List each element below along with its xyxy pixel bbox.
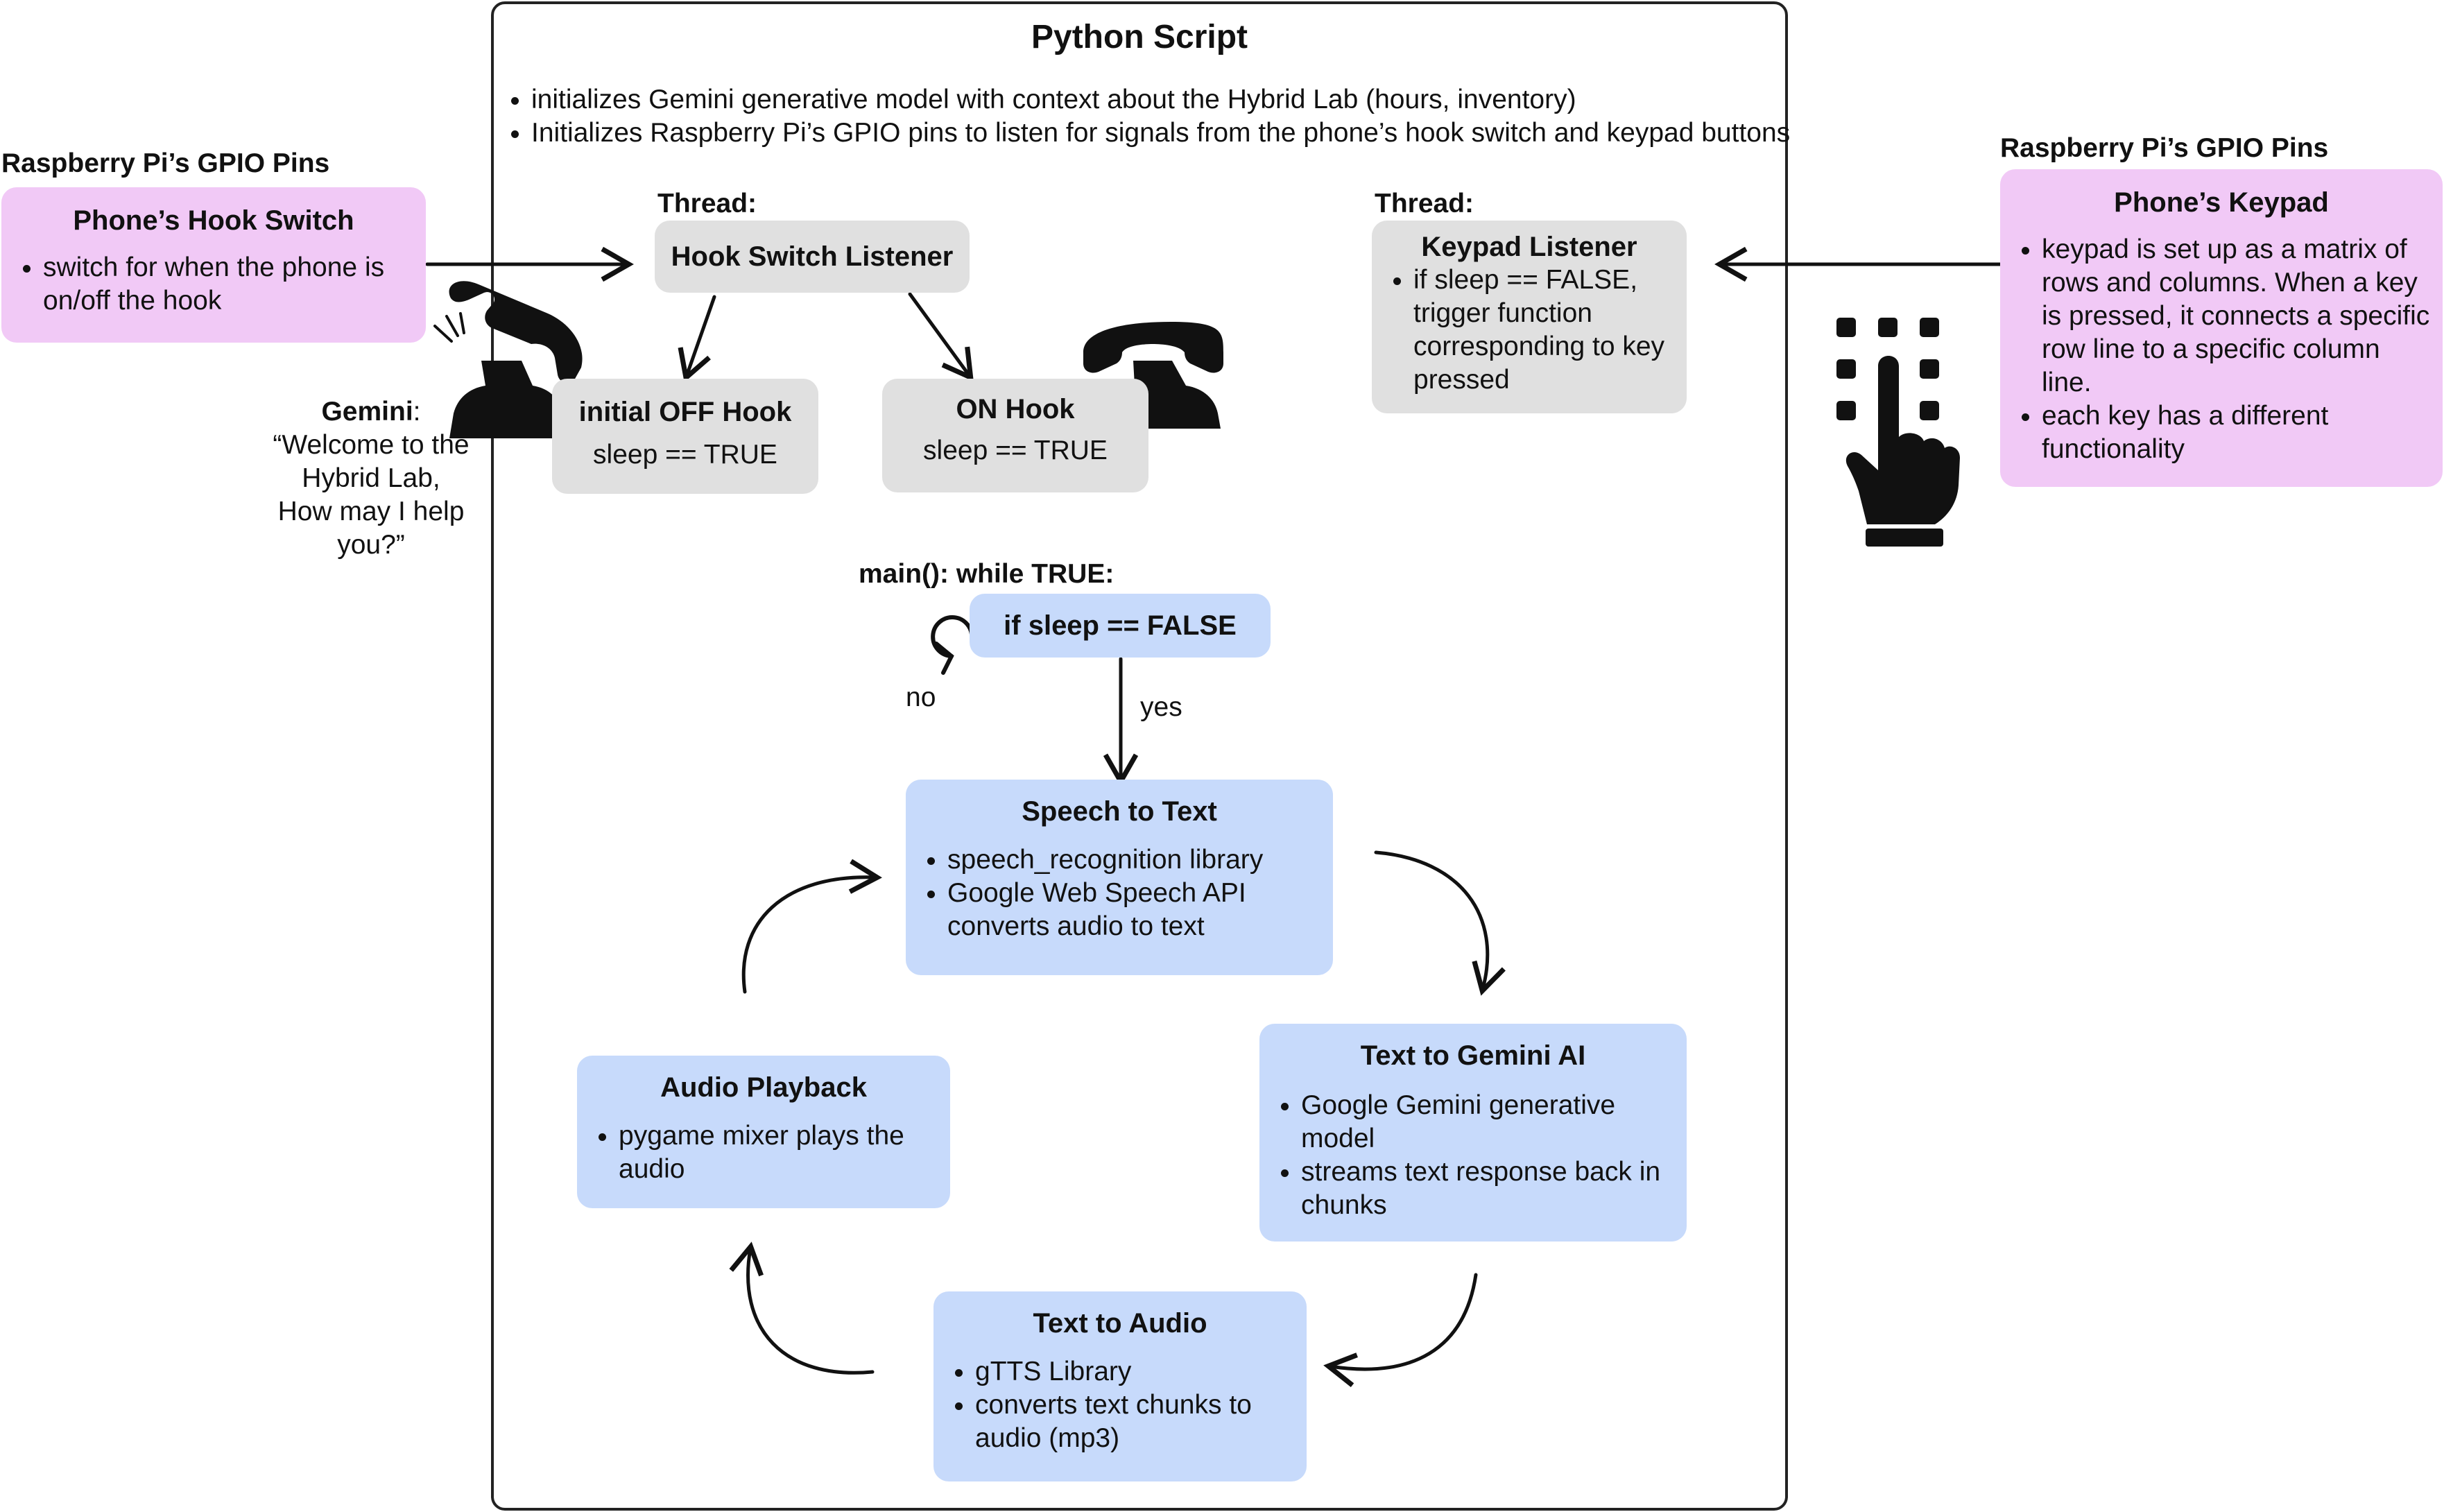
hook-switch-listener-title: Hook Switch Listener bbox=[671, 241, 954, 272]
script-bullet: Initializes Raspberry Pi’s GPIO pins to … bbox=[531, 117, 1792, 150]
script-title: Python Script bbox=[1031, 19, 1248, 55]
keypad-box: Phone’s Keypad keypad is set up as a mat… bbox=[2000, 169, 2443, 487]
cycle-arrow-playback-to-stt bbox=[741, 859, 882, 994]
text-to-audio-title: Text to Audio bbox=[1033, 1308, 1207, 1339]
text-to-audio-bullet: gTTS Library bbox=[975, 1355, 1294, 1389]
text-to-gemini-box: Text to Gemini AI Google Gemini generati… bbox=[1259, 1024, 1687, 1242]
main-loop-label: main(): while TRUE: bbox=[859, 559, 1115, 589]
ringing-lines-icon bbox=[433, 312, 465, 343]
text-to-gemini-title: Text to Gemini AI bbox=[1360, 1040, 1586, 1071]
off-hook-box: initial OFF Hook sleep == TRUE bbox=[552, 379, 818, 494]
hook-switch-box: Phone’s Hook Switch switch for when the … bbox=[1, 187, 426, 343]
keypad-press-icon bbox=[1836, 318, 1960, 547]
on-hook-title: ON Hook bbox=[956, 394, 1075, 424]
keypad-bullet: keypad is set up as a matrix of rows and… bbox=[2042, 233, 2430, 400]
hook-switch-bullet: switch for when the phone is on/off the … bbox=[43, 251, 413, 318]
gemini-quote-line: “Welcome to the bbox=[273, 430, 470, 460]
yes-label: yes bbox=[1140, 692, 1182, 722]
text-to-gemini-bullet: streams text response back in chunks bbox=[1301, 1156, 1674, 1222]
script-bullets: initializes Gemini generative model with… bbox=[502, 83, 1792, 150]
script-bullet: initializes Gemini generative model with… bbox=[531, 83, 1792, 117]
keypad-listener-box: Keypad Listener if sleep == FALSE, trigg… bbox=[1372, 221, 1687, 413]
on-hook-state: sleep == TRUE bbox=[923, 436, 1108, 465]
keypad-listener-bullet: if sleep == FALSE, trigger function corr… bbox=[1413, 264, 1674, 397]
text-to-audio-bullet: converts text chunks to audio (mp3) bbox=[975, 1389, 1294, 1455]
gemini-quote-line: How may I help bbox=[277, 497, 465, 526]
no-label: no bbox=[906, 682, 936, 712]
keypad-thread-label: Thread: bbox=[1375, 189, 1474, 218]
sleep-condition: if sleep == FALSE bbox=[1004, 610, 1237, 641]
listener-to-off-hook-arrow bbox=[678, 295, 716, 383]
audio-playback-title: Audio Playback bbox=[660, 1072, 867, 1103]
left-gpio-label: Raspberry Pi’s GPIO Pins bbox=[1, 148, 330, 178]
right-gpio-label: Raspberry Pi’s GPIO Pins bbox=[2000, 133, 2329, 163]
keypad-bullet: each key has a different functionality bbox=[2042, 400, 2430, 466]
cycle-arrow-audio-to-playback bbox=[729, 1242, 875, 1375]
gemini-quote: Gemini: “Welcome to the Hybrid Lab, How … bbox=[250, 395, 492, 562]
on-hook-box: ON Hook sleep == TRUE bbox=[882, 379, 1148, 492]
gemini-quote-line: you?” bbox=[337, 530, 405, 560]
gemini-quote-line: Hybrid Lab, bbox=[302, 463, 440, 493]
keypad-title: Phone’s Keypad bbox=[2114, 187, 2329, 218]
loop-arrow-icon bbox=[931, 615, 974, 675]
listener-to-on-hook-arrow bbox=[908, 292, 974, 382]
cycle-arrow-stt-to-gemini bbox=[1374, 850, 1506, 996]
gemini-colon: : bbox=[413, 397, 421, 427]
audio-playback-box: Audio Playback pygame mixer plays the au… bbox=[577, 1056, 950, 1208]
hook-switch-title: Phone’s Hook Switch bbox=[73, 205, 354, 236]
keypad-listener-title: Keypad Listener bbox=[1421, 232, 1637, 262]
speech-to-text-box: Speech to Text speech_recognition librar… bbox=[906, 780, 1333, 975]
off-hook-title: initial OFF Hook bbox=[578, 397, 792, 427]
cycle-arrow-gemini-to-audio bbox=[1323, 1273, 1478, 1387]
phone-off-hook-icon bbox=[449, 281, 583, 438]
audio-playback-bullet: pygame mixer plays the audio bbox=[619, 1119, 938, 1186]
hook-switch-listener-box: Hook Switch Listener bbox=[655, 221, 970, 293]
off-hook-state: sleep == TRUE bbox=[593, 440, 777, 470]
text-to-gemini-bullet: Google Gemini generative model bbox=[1301, 1089, 1674, 1156]
speech-to-text-bullet: Google Web Speech API converts audio to … bbox=[947, 877, 1320, 943]
sleep-condition-box: if sleep == FALSE bbox=[970, 594, 1271, 658]
gemini-speaker: Gemini bbox=[321, 397, 413, 427]
speech-to-text-title: Speech to Text bbox=[1022, 796, 1217, 827]
hook-thread-label: Thread: bbox=[657, 189, 757, 218]
speech-to-text-bullet: speech_recognition library bbox=[947, 843, 1320, 877]
text-to-audio-box: Text to Audio gTTS Library converts text… bbox=[933, 1291, 1307, 1481]
